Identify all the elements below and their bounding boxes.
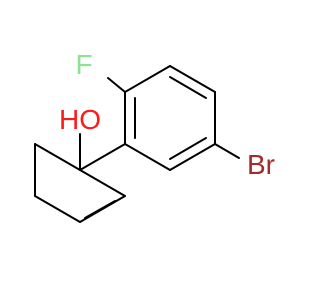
bond-cy-1-2 bbox=[34, 143, 81, 171]
bond-c4-c5 bbox=[169, 143, 216, 171]
bond-c2-c3 bbox=[169, 65, 216, 93]
benzene-ring bbox=[124, 65, 216, 171]
bond-ring-cyclohexene bbox=[79, 143, 126, 171]
bond-c1-c2 bbox=[124, 65, 171, 93]
fluorine-label: F bbox=[75, 49, 92, 80]
structure-canvas: F HO Br bbox=[34, 49, 275, 223]
bond-cy-5-6 bbox=[79, 169, 126, 197]
bond-cy-3-4 bbox=[34, 195, 81, 223]
hydroxyl-label: HO bbox=[59, 104, 101, 135]
cyclohexene-ring bbox=[34, 143, 126, 223]
bromine-label: Br bbox=[247, 149, 275, 180]
bond-ring-fluorine bbox=[107, 77, 126, 93]
double-bond-cyclohexene-inner bbox=[84, 200, 116, 219]
bond-ring-bromine bbox=[214, 143, 240, 159]
molecule-structure: F HO Br bbox=[34, 49, 275, 223]
double-bond-inner-top bbox=[169, 76, 207, 99]
double-bond-inner-bottom bbox=[169, 137, 207, 160]
bond-c5-c6 bbox=[124, 143, 171, 171]
